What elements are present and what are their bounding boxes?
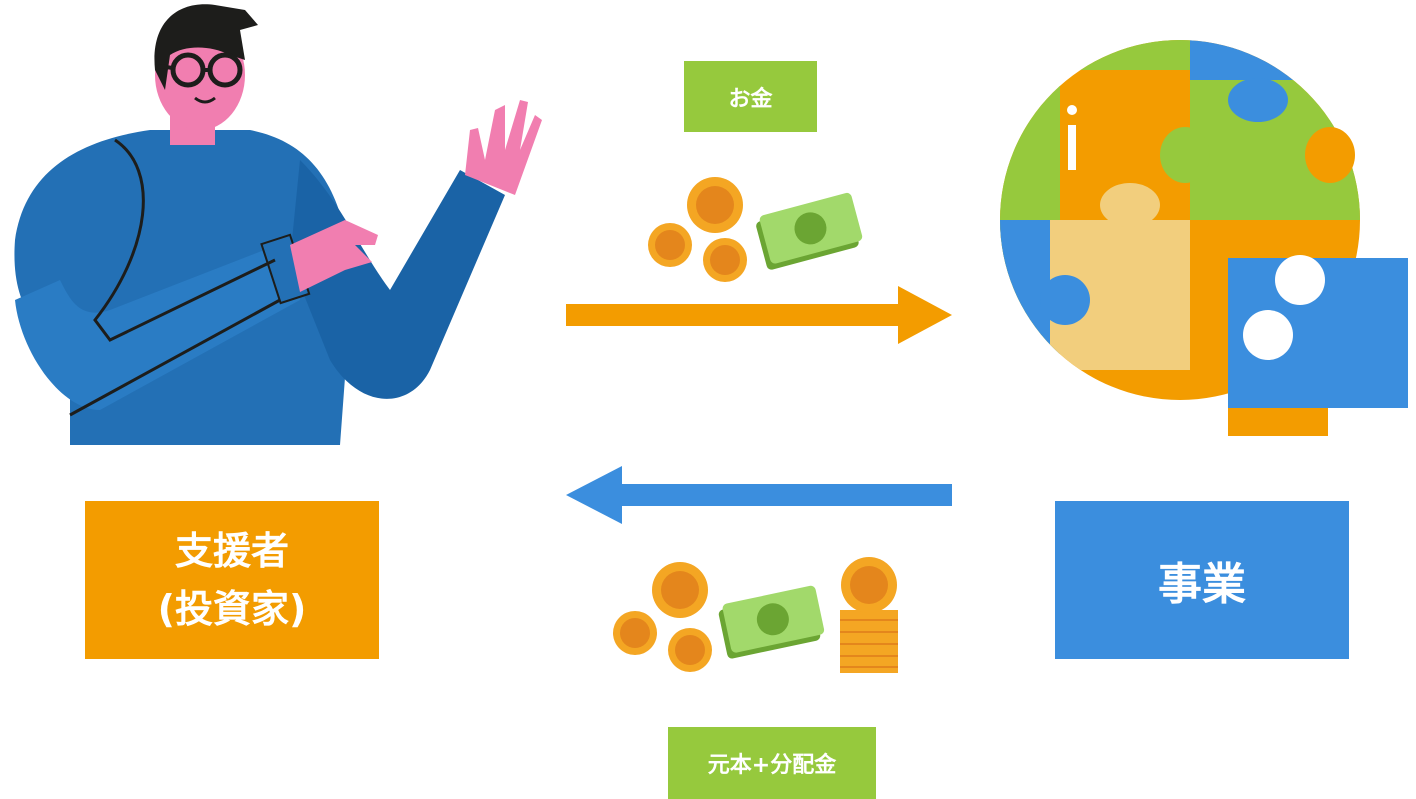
investor-sublabel: (投資家)	[157, 587, 307, 631]
investor-box: 支援者 (投資家)	[85, 501, 379, 659]
arrow-right-icon	[566, 286, 952, 344]
business-label: 事業	[1158, 559, 1246, 610]
raised-hand	[465, 100, 542, 195]
return-tag-label: 元本+分配金	[707, 753, 837, 778]
return-tag: 元本+分配金	[668, 727, 876, 799]
coin-stack	[840, 557, 898, 673]
hair	[154, 4, 258, 90]
investor-person-illustration	[14, 4, 542, 445]
money-tag: お金	[684, 61, 817, 132]
bag-strap	[93, 138, 276, 342]
puzzle-globe-icon	[1000, 40, 1408, 436]
coins-cash-and-coin-stack-icon	[613, 557, 898, 673]
money-tag-label: お金	[728, 86, 773, 112]
shirt-arm-right	[290, 160, 505, 399]
coins-and-cash-icon	[648, 177, 863, 282]
business-box: 事業	[1055, 501, 1349, 659]
investor-label: 支援者	[174, 529, 289, 573]
arrow-left-icon	[566, 466, 952, 524]
pointing-hand	[290, 220, 378, 292]
